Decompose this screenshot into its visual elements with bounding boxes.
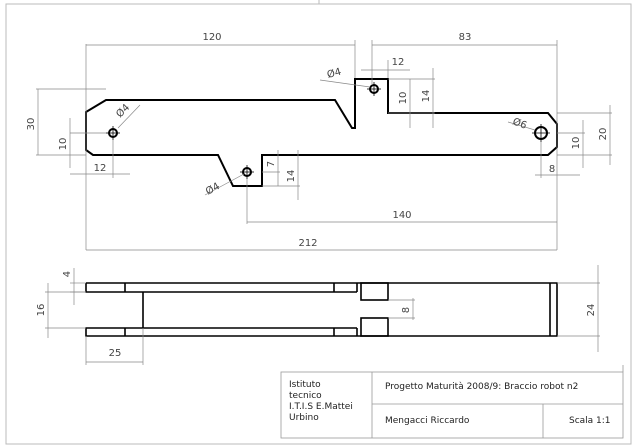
sheet-border	[5, 3, 632, 445]
part-outline	[85, 78, 558, 187]
dim-7: 7	[266, 161, 277, 167]
dim-8-top-view: 8	[401, 307, 412, 313]
dim-140: 140	[392, 210, 411, 221]
title-block	[280, 365, 624, 439]
dim-212: 212	[298, 238, 317, 249]
school-line-1: Istituto	[289, 380, 321, 390]
dim-10-right: 10	[571, 137, 582, 150]
top-view	[85, 282, 558, 337]
drawing-author: Mengacci Riccardo	[385, 416, 470, 426]
dim-dia6: Ø6	[511, 116, 528, 132]
dim-83: 83	[459, 32, 472, 43]
school-line-4: Urbino	[289, 413, 319, 423]
dimension-lines	[36, 40, 612, 251]
dim-120: 120	[202, 32, 221, 43]
top-view-dimension-lines	[45, 265, 600, 365]
school-line-2: tecnico	[289, 391, 322, 401]
dim-16: 16	[36, 304, 47, 317]
school-line-3: I.T.I.S E.Mattei	[289, 402, 353, 412]
dim-dia4-bottom: Ø4	[204, 180, 222, 198]
dim-12-left: 12	[94, 163, 107, 174]
drawing-scale: Scala 1:1	[569, 416, 611, 426]
front-view	[85, 78, 558, 187]
dim-dia4-top: Ø4	[326, 66, 343, 81]
slot-block-bottom	[360, 317, 389, 337]
slot-block-top	[360, 282, 389, 301]
dim-24: 24	[586, 304, 597, 317]
dim-8: 8	[549, 164, 555, 175]
dim-30: 30	[26, 118, 37, 131]
dim-10-left: 10	[58, 138, 69, 151]
dim-dia4-left: Ø4	[114, 102, 133, 121]
dim-20: 20	[598, 128, 609, 141]
dim-4: 4	[62, 271, 73, 277]
dim-12-top: 12	[392, 57, 405, 68]
dim-10-top: 10	[398, 92, 409, 105]
dim-14-bottom: 14	[286, 170, 297, 183]
top-view-outline	[85, 282, 558, 337]
drawing-title: Progetto Maturità 2008/9: Braccio robot …	[385, 382, 579, 392]
dim-14-top: 14	[421, 90, 432, 103]
center-marks	[106, 82, 550, 179]
dim-25: 25	[109, 348, 122, 359]
school-info: Istituto tecnico I.T.I.S E.Mattei Urbino	[289, 380, 353, 424]
